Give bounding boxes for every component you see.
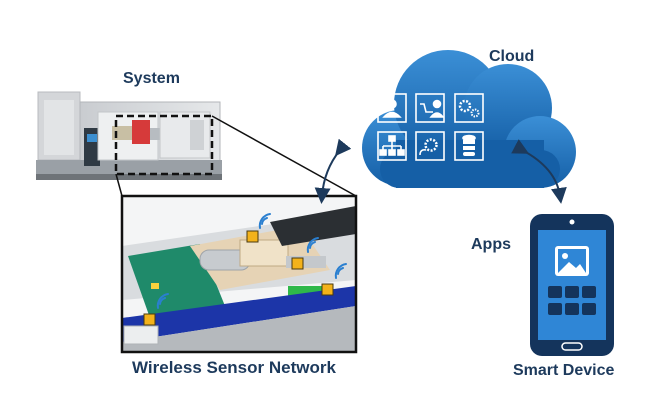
smart-device-label: Smart Device xyxy=(513,362,615,379)
wireless-sensor-network-label: Wireless Sensor Network xyxy=(132,358,336,377)
cloud-device-arrow xyxy=(511,139,567,204)
wifi-signal-icon xyxy=(334,263,347,279)
wifi-signal-icon xyxy=(306,237,319,253)
apps-label: Apps xyxy=(471,236,511,253)
user-icon xyxy=(377,93,407,123)
sensor-network-detail xyxy=(122,196,356,352)
cnc-machine-image xyxy=(36,91,222,180)
sensor-node-2 xyxy=(291,257,304,270)
zoom-line-right xyxy=(211,115,357,197)
wifi-signal-icon xyxy=(258,213,271,229)
sensor-node-3 xyxy=(321,283,334,296)
system-label: System xyxy=(123,70,180,87)
sensor-small-yellow xyxy=(151,283,159,289)
app-grid-icon xyxy=(548,286,596,315)
database-icon xyxy=(454,131,484,161)
sensor-node-4 xyxy=(143,313,156,326)
cloud-shape xyxy=(362,50,576,188)
system-cloud-arrow xyxy=(314,138,352,204)
gears-icon xyxy=(454,93,484,123)
zoom-region-box xyxy=(114,114,214,176)
cloud-label: Cloud xyxy=(489,48,535,65)
image-app-icon xyxy=(555,246,589,276)
sensor-node-1 xyxy=(246,230,259,243)
wifi-signal-icon xyxy=(156,293,169,309)
smart-device-image xyxy=(530,214,614,356)
cloud-gear-icon xyxy=(415,131,445,161)
zoom-line-left xyxy=(115,173,123,197)
sensor-network-frame xyxy=(120,194,358,354)
cart-user-icon xyxy=(415,93,445,123)
org-chart-icon xyxy=(377,131,407,161)
